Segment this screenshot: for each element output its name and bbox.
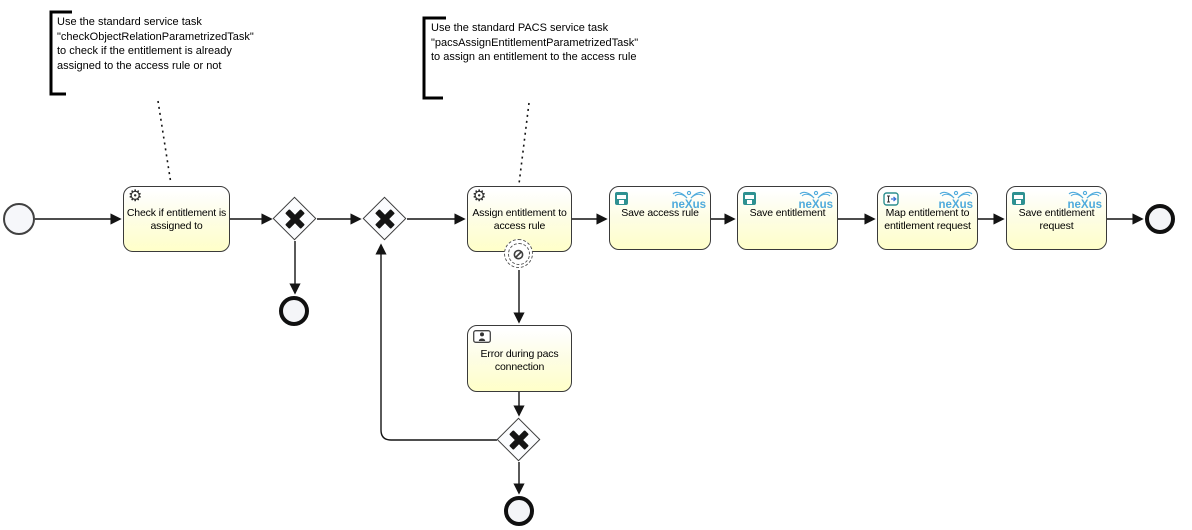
- nexus-logo: neXus: [938, 190, 973, 211]
- annotation-bracket: [49, 10, 446, 100]
- task-label: Map entitlement to entitlement request: [884, 207, 971, 232]
- exclusive-gateway-2: [362, 196, 407, 241]
- task-check-entitlement: ⚙ Check if entitlement is assigned to: [123, 186, 230, 252]
- annotation-pacs-task: Use the standard PACS service task "pacs…: [431, 22, 639, 63]
- boundary-error-event: ⊘: [504, 239, 533, 268]
- task-error-pacs-connection: Error during pacs connection: [467, 325, 572, 392]
- nexus-logo: neXus: [1067, 190, 1102, 211]
- exclusive-gateway-3: [496, 417, 541, 462]
- task-map-entitlement: neXus Map entitlement to entitlement req…: [877, 186, 978, 250]
- floppy-save-icon: [615, 192, 628, 205]
- end-event-3: [504, 496, 534, 526]
- user-task-icon: [473, 330, 491, 343]
- end-event-2: [1145, 204, 1175, 234]
- nexus-logo: neXus: [798, 190, 833, 211]
- task-save-entitlement-request: neXus Save entitlement request: [1006, 186, 1107, 250]
- map-io-icon: [883, 192, 899, 206]
- task-save-access-rule: neXus Save access rule: [609, 186, 711, 250]
- start-event: [3, 203, 35, 235]
- nexus-logo: neXus: [671, 190, 706, 211]
- floppy-save-icon: [1012, 192, 1025, 205]
- nexus-wings-icon: [1068, 190, 1102, 199]
- floppy-save-icon: [743, 192, 756, 205]
- nexus-wings-icon: [939, 190, 973, 199]
- gear-service-task-icon: ⚙: [472, 188, 487, 205]
- task-label: Check if entitlement is assigned to: [126, 207, 227, 232]
- task-label: Save entitlement request: [1018, 207, 1095, 232]
- nexus-wings-icon: [672, 190, 706, 199]
- task-label: Error during pacs connection: [480, 348, 559, 373]
- exclusive-gateway-1: [272, 196, 317, 241]
- task-save-entitlement: neXus Save entitlement: [737, 186, 838, 250]
- end-event-1: [279, 296, 309, 326]
- annotation-check-task: Use the standard service task "checkObje…: [57, 16, 254, 72]
- nexus-wings-icon: [799, 190, 833, 199]
- gear-service-task-icon: ⚙: [128, 188, 143, 205]
- task-label: Assign entitlement to access rule: [472, 207, 567, 232]
- error-slash-icon: ⊘: [512, 245, 525, 262]
- task-label: Save access rule: [621, 207, 699, 219]
- task-label: Save entitlement: [749, 207, 826, 219]
